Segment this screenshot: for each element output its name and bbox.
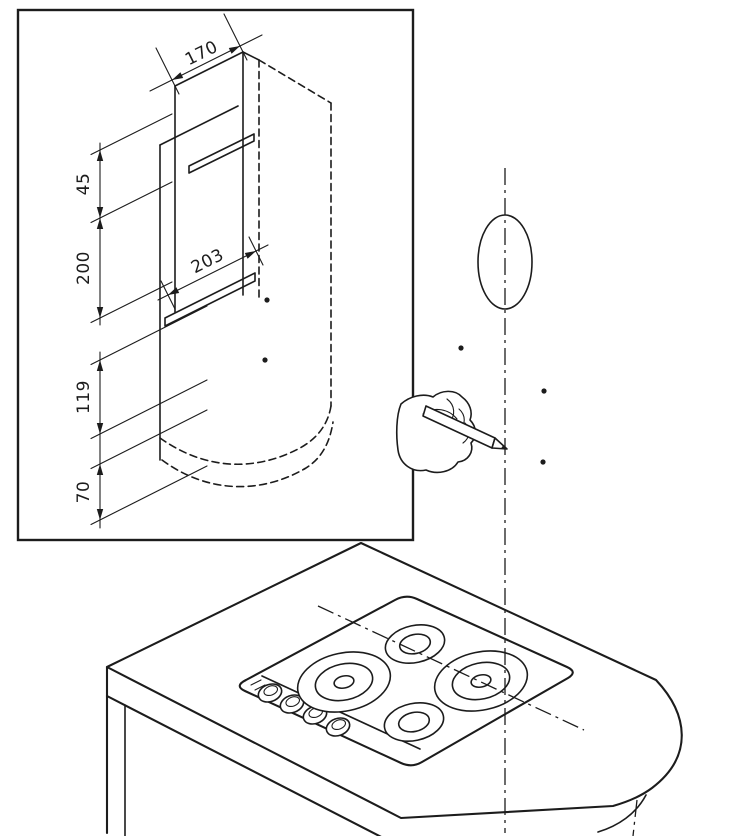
dimension-label-45: 45 bbox=[74, 173, 94, 196]
burner-large-right bbox=[433, 650, 529, 712]
pencil-mark-dot bbox=[540, 459, 546, 465]
wall-and-chimney-outline bbox=[159, 51, 260, 461]
hob-centerline bbox=[317, 605, 585, 731]
chimney-bracket bbox=[188, 133, 255, 174]
hob-panel bbox=[238, 595, 574, 767]
dimension-label-119: 119 bbox=[74, 380, 94, 414]
control-knob bbox=[325, 717, 351, 737]
counter-front-band bbox=[105, 694, 382, 836]
control-knob bbox=[257, 683, 283, 703]
pencil-mark-dot bbox=[458, 345, 464, 351]
drill-point-dot bbox=[264, 297, 270, 303]
counter-corner-curl bbox=[597, 794, 647, 833]
inset-mounting-diagram: 170 45 200 203 bbox=[16, 8, 415, 542]
hand-outline bbox=[395, 390, 477, 474]
drill-point-dot bbox=[262, 357, 268, 363]
inset-frame bbox=[16, 8, 415, 542]
burner-small-top bbox=[384, 624, 446, 664]
burner-large-left bbox=[296, 651, 392, 713]
burner-small-bottom bbox=[383, 702, 445, 742]
hood-body-dashed-outline bbox=[159, 59, 334, 488]
pencil-mark-dot bbox=[541, 388, 547, 394]
mounting-bracket bbox=[164, 272, 256, 327]
dimension-label-200: 200 bbox=[74, 251, 94, 285]
control-knob bbox=[279, 694, 305, 714]
dimension-45-200: 45 200 bbox=[74, 113, 173, 326]
cooktop-illustration bbox=[105, 541, 683, 836]
hand-pencil-illustration bbox=[395, 390, 508, 474]
dimension-119-70: 119 70 bbox=[74, 305, 208, 529]
dimension-label-70: 70 bbox=[74, 481, 94, 504]
